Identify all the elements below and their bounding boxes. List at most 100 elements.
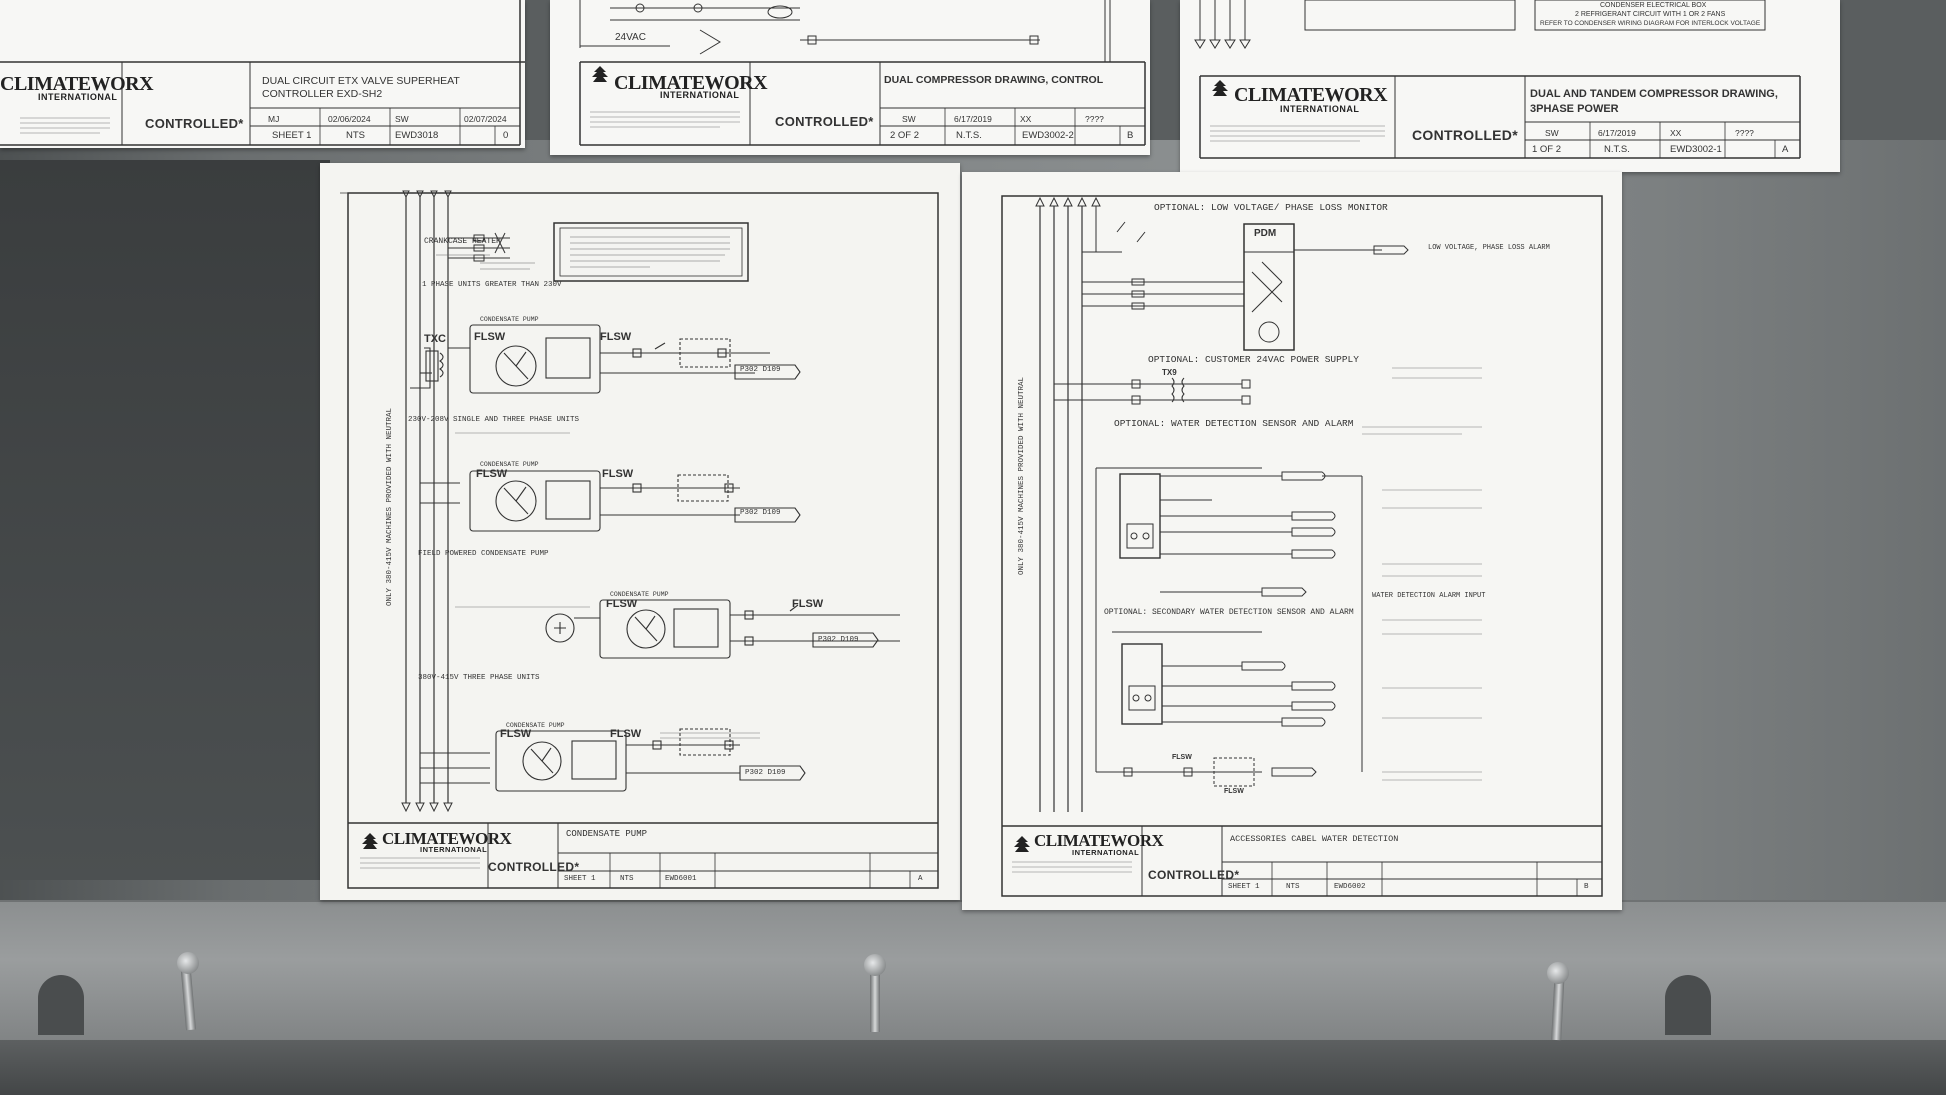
title-line2: CONTROLLER EXD-SH2 [262, 88, 383, 100]
sheet-number: SHEET 1 [564, 875, 596, 883]
terminal-label-1: P302 D109 [740, 366, 781, 374]
date2: ???? [1735, 128, 1754, 138]
controlled-stamp: CONTROLLED* [1148, 868, 1240, 882]
flsw-label-3a: FLSW [606, 598, 638, 610]
optional-water-detection: OPTIONAL: WATER DETECTION SENSOR AND ALA… [1114, 418, 1354, 429]
date2: 02/07/2024 [464, 114, 507, 124]
scale: NTS [620, 875, 634, 883]
panel-notch [38, 975, 84, 1035]
title-line2: 3PHASE POWER [1530, 103, 1619, 115]
note-interlock: REFER TO CONDENSER WIRING DIAGRAM FOR IN… [1540, 20, 1761, 27]
screw [177, 952, 199, 974]
flsw-label-1a: FLSW [474, 331, 506, 343]
revision: A [1782, 144, 1789, 155]
date1: 02/06/2024 [328, 114, 371, 124]
flsw-label-a: FLSW [1172, 754, 1192, 761]
controlled-stamp: CONTROLLED* [1412, 127, 1518, 143]
panel-ledge [0, 900, 1946, 1047]
controlled-stamp: CONTROLLED* [488, 860, 580, 874]
logo-text: CLIMATEWORX [382, 829, 512, 848]
revision: B [1584, 883, 1589, 891]
optional-low-voltage: OPTIONAL: LOW VOLTAGE/ PHASE LOSS MONITO… [1154, 202, 1388, 213]
screw [1547, 962, 1569, 984]
controlled-stamp: CONTROLLED* [775, 114, 874, 129]
approved-by: XX [1020, 114, 1032, 124]
approved-by: SW [395, 114, 409, 124]
scale: NTS [346, 130, 365, 141]
screw-shaft [870, 962, 880, 1032]
drawing-number: EWD6002 [1334, 883, 1366, 891]
pump-label-1: CONDENSATE PUMP [480, 316, 539, 323]
water-alarm-input-label: WATER DETECTION ALARM INPUT [1372, 592, 1486, 600]
revision: B [1127, 130, 1134, 141]
date1: 6/17/2019 [954, 114, 992, 124]
terminal-label-4: P302 D109 [745, 769, 786, 777]
flsw-label-4b: FLSW [610, 728, 642, 740]
date2: ???? [1085, 114, 1104, 124]
flsw-label-4a: FLSW [500, 728, 532, 740]
sheet-top-left-lines [0, 0, 525, 146]
title-line1: DUAL CIRCUIT ETX VALVE SUPERHEAT [262, 75, 460, 87]
logo-text: CLIMATEWORX [1234, 84, 1388, 106]
logo-text: CLIMATEWORX [1034, 831, 1164, 850]
terminal-label-2: P302 D109 [740, 509, 781, 517]
optional-24vac: OPTIONAL: CUSTOMER 24VAC POWER SUPPLY [1148, 354, 1359, 365]
section2-label: 230V-208V SINGLE AND THREE PHASE UNITS [408, 416, 580, 424]
pump-label-3: CONDENSATE PUMP [610, 591, 669, 598]
drawn-by: SW [1545, 128, 1559, 138]
drawing-number: EWD3002-2 [1022, 130, 1074, 141]
low-voltage-alarm-label: LOW VOLTAGE, PHASE LOSS ALARM [1428, 244, 1550, 252]
panel-shadow-area [0, 160, 330, 880]
logo-subtext: INTERNATIONAL [660, 90, 740, 100]
sheet-top-right: CONDENSER ELECTRICAL BOX 2 REFRIGERANT C… [1180, 0, 1840, 172]
scale: N.T.S. [1604, 144, 1630, 155]
optional-secondary-water: OPTIONAL: SECONDARY WATER DETECTION SENS… [1104, 608, 1354, 617]
panel-bottom [0, 1040, 1946, 1095]
tx9-label: TX9 [1162, 368, 1177, 377]
flsw-label-2a: FLSW [476, 468, 508, 480]
logo-subtext: INTERNATIONAL [38, 92, 118, 102]
side-note: ONLY 380-415V MACHINES PROVIDED WITH NEU… [386, 407, 394, 607]
title: ACCESSORIES CABEL WATER DETECTION [1230, 834, 1399, 844]
logo-text: CLIMATEWORX [614, 72, 768, 94]
note-refrigerant-circuit: 2 REFRIGERANT CIRCUIT WITH 1 OR 2 FANS [1575, 11, 1726, 18]
section4-label: 380V-415V THREE PHASE UNITS [418, 674, 540, 682]
date1: 6/17/2019 [1598, 128, 1636, 138]
title: CONDENSATE PUMP [566, 829, 648, 839]
terminal-label-3: P302 D109 [818, 636, 859, 644]
flsw-label-3b: FLSW [792, 598, 824, 610]
sheet-number: 1 OF 2 [1532, 144, 1562, 155]
title: DUAL COMPRESSOR DRAWING, CONTROL [884, 74, 1104, 86]
pdm-label: PDM [1254, 228, 1277, 239]
title-line1: DUAL AND TANDEM COMPRESSOR DRAWING, [1530, 88, 1778, 100]
sheet-number: SHEET 1 [272, 130, 312, 141]
side-note: ONLY 380-415V MACHINES PROVIDED WITH NEU… [1018, 376, 1026, 576]
drawing-number: EWD6001 [665, 875, 697, 883]
label-24vac: 24VAC [615, 32, 646, 43]
approved-by: XX [1670, 128, 1682, 138]
sheet-top-middle: 24VAC CLIMATEWORX INTERNATIONAL CONTROLL… [550, 0, 1150, 155]
controlled-stamp: CONTROLLED* [145, 116, 244, 131]
logo-subtext: INTERNATIONAL [1072, 848, 1140, 857]
section3-label: FIELD POWERED CONDENSATE PUMP [418, 550, 549, 558]
scale: N.T.S. [956, 130, 982, 141]
sheet-top-left: CLIMATEWORX INTERNATIONAL CONTROLLED* DU… [0, 0, 525, 148]
revision: 0 [503, 130, 509, 141]
drawing-number: EWD3002-1 [1670, 144, 1722, 155]
drawn-by: SW [902, 114, 916, 124]
pump-label-4: CONDENSATE PUMP [506, 722, 565, 729]
accessories-schematic [1001, 195, 1603, 897]
note-condenser-box: CONDENSER ELECTRICAL BOX [1600, 2, 1707, 9]
sheet-accessories: OPTIONAL: LOW VOLTAGE/ PHASE LOSS MONITO… [962, 172, 1622, 910]
sheet-condensate-pump: CRANKCASE HEATER 1 PHASE UNITS GREATER T… [320, 163, 960, 900]
sheet-number: 2 OF 2 [890, 130, 920, 141]
flsw-label-1b: FLSW [600, 331, 632, 343]
drawing-number: EWD3018 [395, 130, 439, 141]
logo-subtext: INTERNATIONAL [1280, 104, 1360, 114]
screw [864, 954, 886, 976]
sheet-top-right-lines [1194, 0, 1801, 159]
txc-label: TXC [424, 333, 446, 345]
crankcase-heater-label: CRANKCASE HEATER [424, 237, 501, 246]
logo-subtext: INTERNATIONAL [420, 845, 488, 854]
